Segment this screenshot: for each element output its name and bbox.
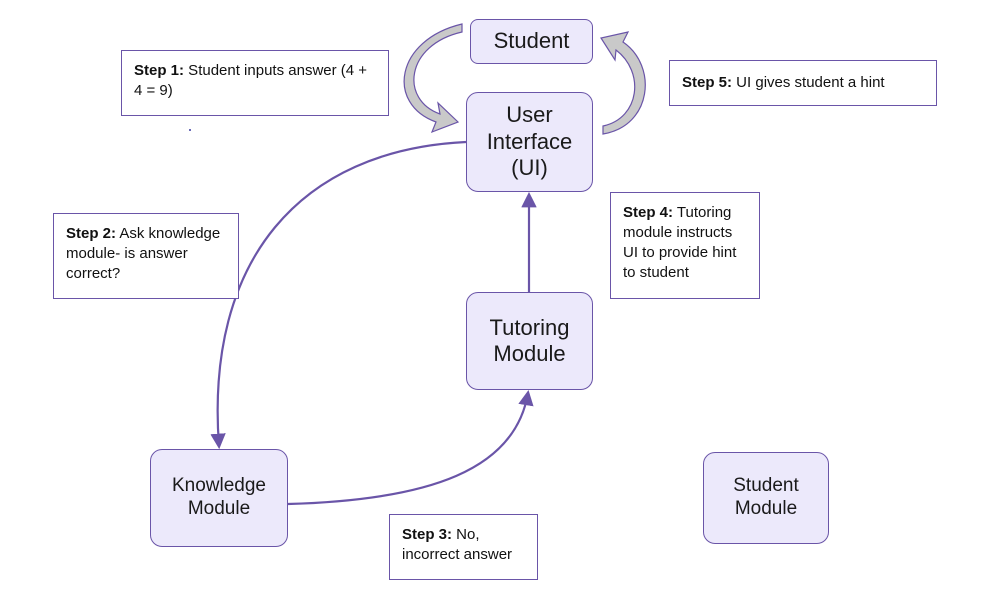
knowledge-module-node: Knowledge Module xyxy=(150,449,288,547)
step-5-label: Step 5: xyxy=(682,74,733,91)
student-module-node: Student Module xyxy=(703,452,829,544)
ui-to-student-curved-arrow xyxy=(600,31,646,135)
step-1-text: Student inputs answer (4 + 4 = 9) xyxy=(134,62,368,99)
step-4-note: Step 4: Tutoring module instructs UI to … xyxy=(610,192,760,299)
knowledge-to-tutoring-arrow xyxy=(287,389,534,506)
student-node: Student xyxy=(470,19,593,64)
knowledge-module-label: Knowledge Module xyxy=(171,475,267,519)
student-node-label: Student xyxy=(493,28,570,54)
step-3-note: Step 3: No, incorrect answer xyxy=(389,514,538,580)
ui-node-label: User Interface (UI) xyxy=(486,102,573,181)
ui-node: User Interface (UI) xyxy=(466,92,593,192)
step-3-label: Step 3: xyxy=(402,526,453,543)
step-3-text: No, incorrect answer xyxy=(402,526,513,563)
student-module-label: Student Module xyxy=(733,475,799,519)
student-to-ui-curved-arrow xyxy=(403,23,463,134)
step-4-text: Tutoring module instructs UI to provide … xyxy=(623,204,737,281)
stray-dot xyxy=(189,129,191,131)
step-2-note: Step 2: Ask knowledge module- is answer … xyxy=(53,213,239,299)
step-2-text: Ask knowledge module- is answer correct? xyxy=(66,225,221,282)
tutoring-module-node: Tutoring Module xyxy=(466,292,593,390)
step-1-note: Step 1: Student inputs answer (4 + 4 = 9… xyxy=(121,50,389,116)
ui-to-knowledge-arrow xyxy=(210,140,467,450)
step-4-label: Step 4: xyxy=(623,204,674,221)
step-2-label: Step 2: xyxy=(66,225,117,242)
step-1-label: Step 1: xyxy=(134,62,185,79)
tutoring-module-label: Tutoring Module xyxy=(489,314,570,366)
step-5-note: Step 5: UI gives student a hint xyxy=(669,60,937,106)
step-5-text: UI gives student a hint xyxy=(732,74,885,91)
